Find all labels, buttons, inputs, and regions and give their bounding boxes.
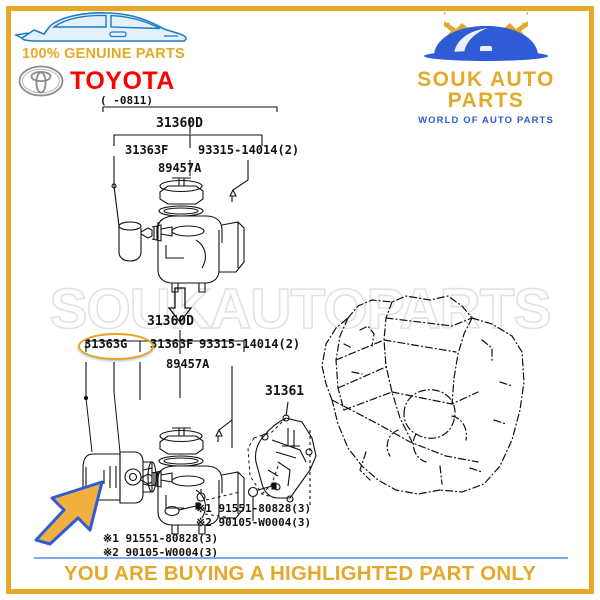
top-group-assembly-code: 31360D xyxy=(156,116,203,131)
note-right-2: ※2 90105-W0004(3) xyxy=(196,516,312,529)
purchase-notice-banner: YOU ARE BUYING A HIGHLIGHTED PART ONLY xyxy=(63,562,537,585)
header-left-branding: 100% GENUINE PARTS TOYOTA xyxy=(14,8,214,97)
toyota-brand-label: TOYOTA xyxy=(70,66,175,95)
note-left-1: ※1 91551-80828(3) xyxy=(103,532,219,545)
page-border-frame xyxy=(6,6,594,594)
highlight-ellipse xyxy=(78,333,154,360)
genuine-parts-label: 100% GENUINE PARTS xyxy=(22,46,185,62)
car-silhouette-icon xyxy=(14,12,187,42)
banner-divider xyxy=(34,557,568,559)
bottom-group-part-89457A: 89457A xyxy=(166,357,210,371)
toyota-emblem-icon xyxy=(18,65,64,97)
top-group-part-93315: 93315-14014(2) xyxy=(198,143,300,157)
note-right-1: ※1 91551-80828(3) xyxy=(196,502,312,515)
bracket-part-31361: 31361 xyxy=(265,384,305,399)
souk-company-label: SOUK AUTO PARTS xyxy=(417,68,555,112)
souk-auto-parts-logo-icon xyxy=(424,12,548,61)
header-right-branding: SOUK AUTO PARTS WORLD OF AUTO PARTS xyxy=(386,6,586,126)
note-left-2: ※2 90105-W0004(3) xyxy=(103,546,219,559)
bottom-group-part-31363F: 31363F xyxy=(150,337,194,351)
top-group-part-31363F: 31363F xyxy=(125,143,169,157)
bottom-group-assembly-code: 31360D xyxy=(147,314,194,329)
top-group-date-range: ( -0811) xyxy=(100,94,153,107)
bottom-group-part-93315: 93315-14014(2) xyxy=(199,337,301,351)
souk-tagline-label: WORLD OF AUTO PARTS xyxy=(418,115,554,126)
page-inner-frame xyxy=(12,12,588,588)
highlight-arrow-icon xyxy=(34,480,104,546)
top-group-part-89457A: 89457A xyxy=(158,161,202,175)
